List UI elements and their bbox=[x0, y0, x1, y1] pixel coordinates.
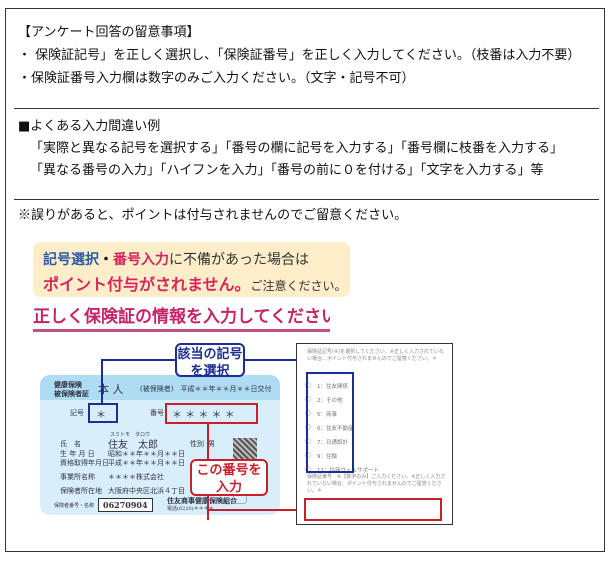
callout-select-kigo: 該当の記号 を選択 bbox=[175, 343, 245, 379]
callout-text: 該当の記号 bbox=[177, 347, 243, 362]
name-label: 氏 名 bbox=[60, 440, 81, 448]
card-type-2: 被保険者証 bbox=[54, 389, 89, 398]
insurer-no-label: 保険者番号・名称 bbox=[54, 503, 95, 509]
option: 6：住友不動産 bbox=[317, 426, 354, 432]
notice-frame bbox=[5, 8, 605, 552]
name: 住友 太郎 bbox=[108, 440, 158, 451]
acq-label: 資格取得年月日 bbox=[60, 459, 109, 467]
option: 7：日通設計 bbox=[317, 440, 348, 446]
sex-label: 性別 bbox=[190, 440, 204, 448]
form-question-1: 保険証記号(※)を選択してください。※正しく入力されていない場合、ポイント付与さ… bbox=[307, 349, 444, 362]
divider bbox=[14, 108, 599, 109]
option: 2：その他 bbox=[317, 398, 343, 404]
card-issued: (被保険者) 平成＊＊年＊＊月＊＊日交付 bbox=[140, 385, 272, 393]
qr-code-icon bbox=[233, 438, 257, 462]
callout-enter-bango: この番号を 入力 bbox=[190, 459, 268, 496]
option: 1：住友関係 bbox=[317, 384, 348, 390]
banner-rest: に不備があった場合は bbox=[169, 252, 309, 268]
bango-input-highlight bbox=[304, 498, 442, 521]
callout-text: この番号を bbox=[196, 463, 262, 478]
notes-title: 【アンケート回答の留意事項】 bbox=[18, 25, 200, 40]
kigo-value: ＊ bbox=[96, 410, 106, 421]
kigo-label: 記号 bbox=[70, 409, 84, 417]
callout-text: 入力 bbox=[215, 480, 242, 495]
kigo-highlight bbox=[88, 403, 118, 423]
card-honnin: 本 人 bbox=[98, 383, 124, 396]
office-label: 事業所名称 bbox=[60, 473, 95, 481]
insurer-addr-label: 保険者所在地 bbox=[60, 487, 102, 495]
mistakes-heading: ■よくある入力間違い例 bbox=[18, 119, 161, 134]
form-question-2: 保険証番号 ※【数字のみ】ご入力ください。※正しく入力されていない場合、ポイント… bbox=[307, 474, 446, 494]
insurer-addr: 大阪府中央区北浜４丁目 bbox=[108, 487, 185, 495]
sex: 男 bbox=[208, 440, 215, 448]
option: 9：住輸 bbox=[317, 454, 337, 460]
furigana: スミトモ タロウ bbox=[110, 432, 151, 438]
banner-dot: ・ bbox=[99, 252, 113, 268]
options-highlight bbox=[306, 372, 354, 473]
insurer-no: 06270904 bbox=[98, 498, 153, 512]
acq: 平成＊＊年＊＊月＊＊日 bbox=[108, 459, 185, 467]
birth-label: 生 年 月 日 bbox=[60, 450, 95, 458]
option: 5：商事 bbox=[317, 412, 337, 418]
mistakes-line-2: 「異なる番号の入力」「ハイフンを入力」「番号の前に０を付ける」「文字を入力する」… bbox=[30, 163, 544, 178]
callout-text: を選択 bbox=[190, 364, 230, 379]
bango-highlight bbox=[165, 403, 258, 424]
banner-point: ポイント付与がされません。 bbox=[43, 275, 251, 294]
connector-line bbox=[207, 509, 305, 511]
warning-banner: 記号選択・番号入力に不備があった場合は ポイント付与がされません。ご注意ください… bbox=[33, 242, 350, 297]
birth: 昭和＊＊年＊＊月＊＊日 bbox=[108, 450, 185, 458]
insurer-name: 住友商事健康保険組合 bbox=[167, 496, 237, 505]
notes-line-2: ・保険証番号入力欄は数字のみご入力ください。（文字・記号不可） bbox=[18, 71, 415, 86]
banner-bango: 番号入力 bbox=[113, 252, 169, 268]
bango-value: ＊ ＊ ＊ ＊ ＊ bbox=[172, 410, 235, 421]
connector-line bbox=[101, 359, 103, 404]
bango-label: 番号 bbox=[150, 409, 164, 417]
banner-caution: ご注意ください。 bbox=[250, 279, 347, 293]
divider bbox=[14, 199, 599, 200]
insurer-tel: 電話(6220)＊＊＊＊ bbox=[167, 506, 214, 512]
warning-text: ※誤りがあると、ポイントは付与されませんのでご留意ください。 bbox=[18, 208, 408, 223]
mistakes-line-1: 「実際と異なる記号を選択する」「番号の欄に記号を入力する」「番号欄に枝番を入力す… bbox=[30, 141, 564, 156]
banner-kigo: 記号選択 bbox=[43, 252, 99, 268]
office: ＊＊＊＊株式会社 bbox=[108, 473, 164, 481]
card-type-1: 健康保険 bbox=[54, 380, 82, 389]
headline: 正しく保険証の情報を入力してください。 bbox=[33, 302, 330, 332]
notes-line-1: ・ 保険証記号」を正しく選択し、「保険証番号」を正しく入力してください。（枝番は… bbox=[18, 48, 581, 63]
